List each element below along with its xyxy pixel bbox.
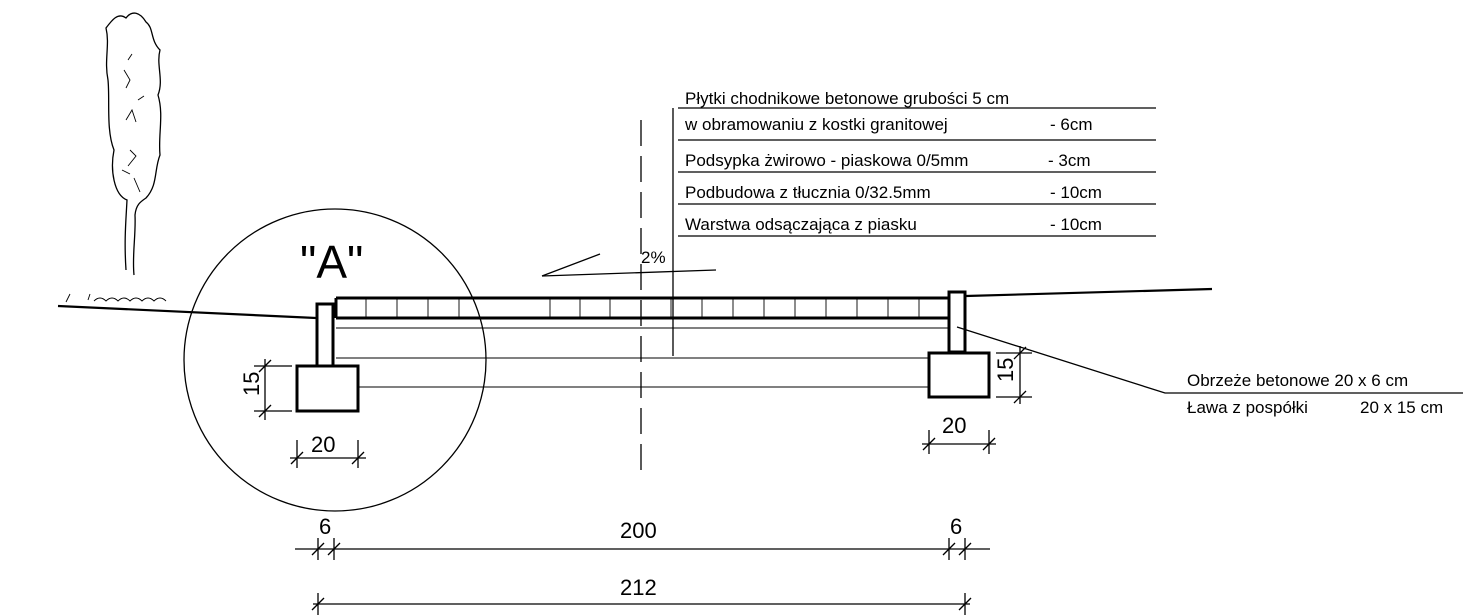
ground-line-right <box>965 287 1213 298</box>
path-width-label: 200 <box>620 518 657 543</box>
layer-thickness-2: - 3cm <box>1048 151 1091 170</box>
right-curb-width-label: 6 <box>950 514 962 539</box>
ground-line-left <box>57 304 317 320</box>
left-bench-height-label: 15 <box>239 372 264 396</box>
left-bench-width-label: 20 <box>311 432 335 457</box>
right-curb <box>947 290 967 354</box>
layer-thickness-1: - 6cm <box>1050 115 1093 134</box>
slope-label: 2% <box>641 248 666 267</box>
layer-table <box>672 107 1156 356</box>
curb-label: Obrzeże betonowe 20 x 6 cm <box>1187 371 1408 390</box>
bench-size-label: 20 x 15 cm <box>1360 398 1443 417</box>
layer-name-1: w obramowaniu z kostki granitowej <box>684 115 948 134</box>
layer-thickness-4: - 10cm <box>1050 215 1102 234</box>
total-width-dimension-line <box>311 593 972 615</box>
right-bench-width-dim <box>922 430 996 454</box>
tree-icon <box>65 12 167 303</box>
layer-name-4: Warstwa odsączająca z piasku <box>685 215 917 234</box>
detail-label: "A" <box>300 236 363 288</box>
width-dimension-line <box>295 538 990 560</box>
layer-name-3: Podbudowa z tłucznia 0/32.5mm <box>685 183 931 202</box>
detail-circle <box>183 208 487 512</box>
pavement-layers <box>334 296 948 388</box>
edge-leader <box>956 326 1463 394</box>
right-bench-width-label: 20 <box>942 413 966 438</box>
layer-name-0: Płytki chodnikowe betonowe grubości 5 cm <box>685 89 1009 108</box>
right-bench-height-label: 15 <box>993 358 1018 382</box>
left-bench-height-dim <box>254 359 292 420</box>
left-curb-width-label: 6 <box>319 514 331 539</box>
total-width-label: 212 <box>620 575 657 600</box>
slope-indicator <box>541 253 717 277</box>
layer-name-2: Podsypka żwirowo - piaskowa 0/5mm <box>685 151 968 170</box>
layer-thickness-3: - 10cm <box>1050 183 1102 202</box>
left-curb <box>315 302 335 368</box>
right-bench <box>927 351 991 399</box>
bench-label: Ława z pospółki <box>1187 398 1308 417</box>
left-bench <box>295 364 360 413</box>
right-bench-height-dim <box>996 346 1032 404</box>
paving-tile-joints <box>365 298 920 318</box>
left-bench-width-dim <box>290 440 366 468</box>
